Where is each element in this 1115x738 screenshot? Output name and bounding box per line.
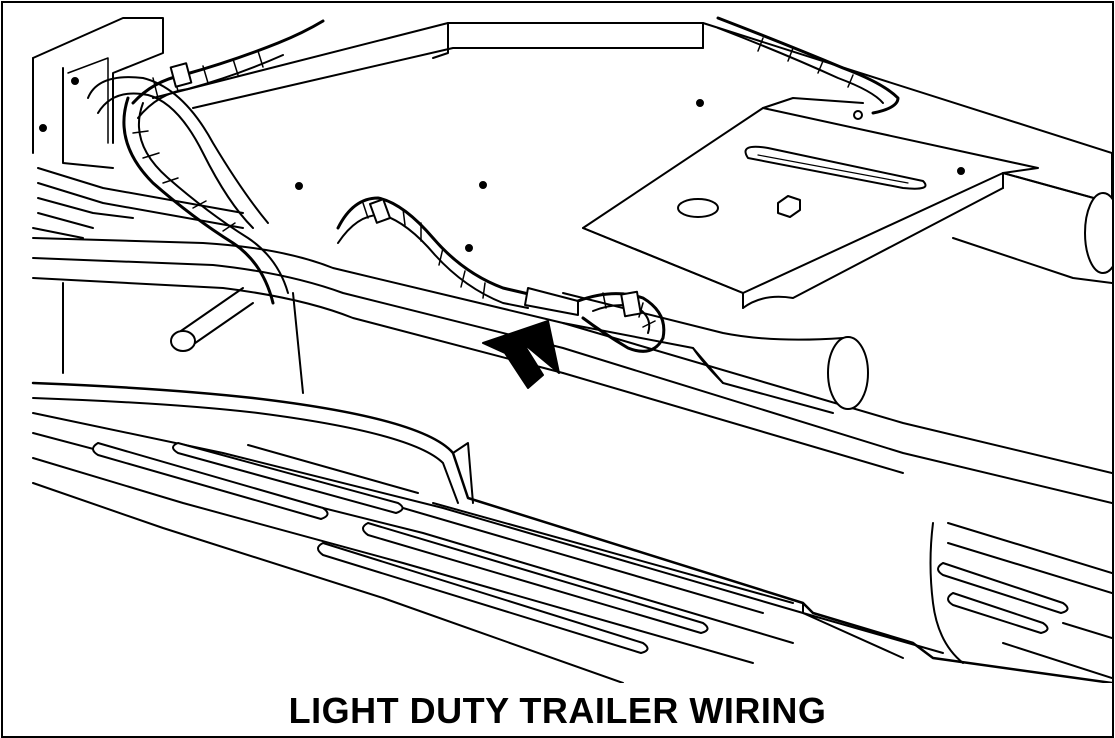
frame-rail (32, 237, 1112, 504)
arrow-pointer-icon (482, 320, 560, 389)
wiring-harness (122, 16, 900, 353)
left-bracket (32, 17, 269, 239)
right-frame-end (952, 172, 1112, 284)
diagram-caption: LIGHT DUTY TRAILER WIRING (288, 690, 827, 731)
hitch-rod (170, 287, 254, 352)
mounting-plate (582, 97, 1039, 309)
trailer-wiring-illustration (31, 16, 1112, 683)
rear-bumper (31, 381, 1112, 683)
hitch-tube (562, 292, 869, 414)
